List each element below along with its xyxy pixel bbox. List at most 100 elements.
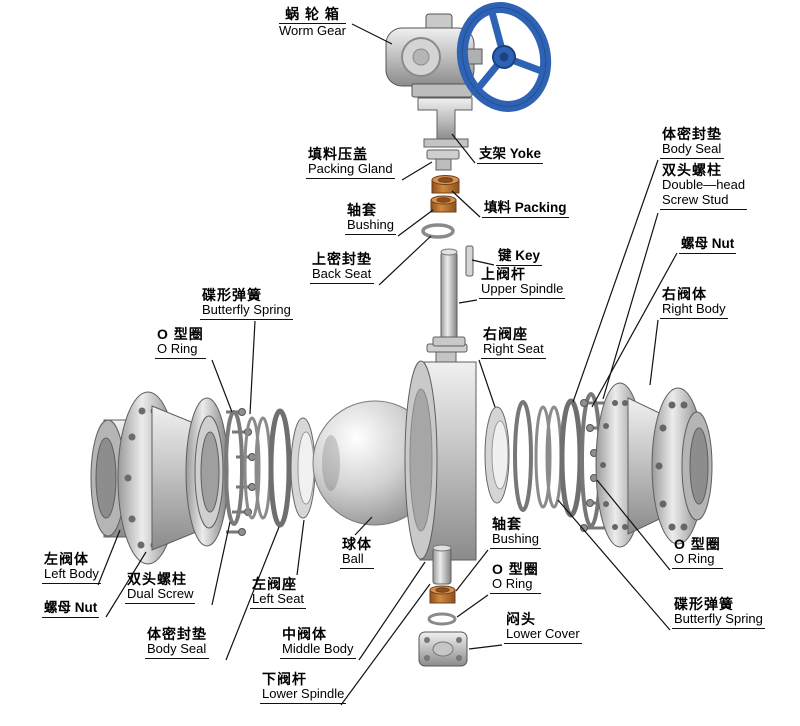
- label-right-body-en: Right Body: [662, 301, 726, 317]
- label-double-head-screw-stud: 双头螺柱 Double—head Screw Stud: [660, 162, 748, 210]
- label-double-head-screw-stud-zh: 双头螺柱: [662, 162, 722, 178]
- label-ball-en: Ball: [342, 551, 364, 567]
- label-worm-gear-zh: 蜗 轮 箱: [279, 6, 346, 25]
- label-dual-screw-en: Dual Screw: [127, 586, 194, 602]
- label-left-body-zh: 左阀体: [44, 551, 89, 567]
- right-flange-bolt-holes: [600, 400, 640, 530]
- label-middle-body: 中阀体 Middle Body: [280, 626, 356, 660]
- label-packing-gland: 填料压盖 Packing Gland: [306, 146, 395, 180]
- label-lower-spindle-zh: 下阀杆: [262, 671, 307, 687]
- label-dual-screw-zh: 双头螺柱: [127, 571, 187, 587]
- label-right-seat-en: Right Seat: [483, 341, 544, 357]
- label-back-seat: 上密封垫 Back Seat: [310, 251, 374, 285]
- label-lower-cover-en: Lower Cover: [506, 626, 580, 642]
- label-right-body-zh: 右阀体: [662, 286, 707, 302]
- label-key-text: 键 Key: [498, 248, 541, 263]
- back-seat-part: [421, 223, 455, 239]
- label-packing-text: 填料 Packing: [484, 200, 567, 215]
- label-body-seal-right-zh: 体密封垫: [662, 126, 722, 142]
- label-o-ring-upper-left-zh: O 型圈: [157, 326, 204, 342]
- label-body-seal-left-zh: 体密封垫: [147, 626, 207, 642]
- label-butterfly-spring-right-en: Butterfly Spring: [674, 611, 763, 627]
- label-nut-right: 螺母 Nut: [679, 236, 737, 254]
- label-back-seat-zh: 上密封垫: [312, 251, 372, 267]
- label-butterfly-spring-left: 碟形弹簧 Butterfly Spring: [200, 287, 293, 321]
- label-double-head-screw-stud-en1: Double—head: [662, 177, 746, 193]
- packing-gland-part: [426, 149, 460, 171]
- butterfly-spring-right-part: [534, 405, 552, 509]
- label-right-seat-zh: 右阀座: [483, 326, 528, 342]
- label-butterfly-spring-left-zh: 碟形弹簧: [202, 287, 262, 303]
- label-o-ring-bottom: O 型圈 O Ring: [490, 561, 541, 595]
- label-o-ring-right: O 型圈 O Ring: [672, 536, 723, 570]
- upper-spindle-part: [432, 248, 466, 347]
- label-right-seat: 右阀座 Right Seat: [481, 326, 546, 360]
- o-ring-left-part: [224, 410, 244, 526]
- label-left-seat-zh: 左阀座: [252, 576, 297, 592]
- left-seal-rings: [224, 408, 316, 528]
- o-ring-bottom-part: [427, 612, 457, 626]
- label-bushing-bottom: 轴套 Bushing: [490, 516, 541, 550]
- label-packing: 填料 Packing: [482, 200, 569, 218]
- label-left-body: 左阀体 Left Body: [42, 551, 101, 585]
- label-nut-left-text: 螺母 Nut: [44, 600, 98, 615]
- label-o-ring-bottom-zh: O 型圈: [492, 561, 539, 577]
- o-ring-right-inner-part: [513, 400, 533, 512]
- right-body-part: [580, 382, 713, 548]
- label-packing-gland-zh: 填料压盖: [308, 146, 368, 162]
- label-butterfly-spring-right: 碟形弹簧 Butterfly Spring: [672, 596, 765, 630]
- label-nut-left: 螺母 Nut: [42, 600, 100, 618]
- body-seal-right-part: [559, 398, 583, 518]
- handwheel: [456, 2, 552, 112]
- label-yoke: 支架 Yoke: [477, 146, 544, 164]
- label-yoke-text: 支架 Yoke: [479, 146, 542, 161]
- label-double-head-screw-stud-en2: Screw Stud: [662, 192, 729, 208]
- left-body-part: [90, 391, 256, 565]
- label-o-ring-upper-left: O 型圈 O Ring: [155, 326, 206, 360]
- label-middle-body-en: Middle Body: [282, 641, 354, 657]
- label-packing-gland-en: Packing Gland: [308, 161, 393, 177]
- label-lower-spindle-en: Lower Spindle: [262, 686, 345, 702]
- label-bushing-bottom-en: Bushing: [492, 531, 539, 547]
- label-left-body-en: Left Body: [44, 566, 99, 582]
- label-dual-screw: 双头螺柱 Dual Screw: [125, 571, 196, 605]
- label-bushing-top: 轴套 Bushing: [345, 202, 396, 236]
- middle-body-part: [404, 343, 477, 561]
- label-upper-spindle: 上阀杆 Upper Spindle: [479, 266, 566, 300]
- label-body-seal-right-en: Body Seal: [662, 141, 722, 157]
- label-bushing-top-en: Bushing: [347, 217, 394, 233]
- label-worm-gear-en: Worm Gear: [279, 23, 346, 39]
- label-ball: 球体 Ball: [340, 536, 374, 570]
- label-nut-right-text: 螺母 Nut: [681, 236, 735, 251]
- body-seal-left-part: [268, 408, 292, 528]
- label-ball-zh: 球体: [342, 536, 372, 552]
- lower-spindle-part: [432, 544, 452, 585]
- label-lower-cover: 闷头 Lower Cover: [504, 611, 582, 645]
- label-key: 键 Key: [496, 248, 543, 266]
- right-seal-rings: [484, 392, 602, 528]
- bushing-top-part: [430, 195, 457, 213]
- label-upper-spindle-en: Upper Spindle: [481, 281, 564, 297]
- packing-part: [431, 175, 460, 194]
- label-o-ring-right-en: O Ring: [674, 551, 715, 567]
- label-bushing-bottom-zh: 轴套: [492, 516, 522, 532]
- label-butterfly-spring-left-en: Butterfly Spring: [202, 302, 291, 318]
- bushing-bottom-part: [429, 585, 456, 604]
- label-body-seal-left: 体密封垫 Body Seal: [145, 626, 209, 660]
- label-butterfly-spring-right-zh: 碟形弹簧: [674, 596, 734, 612]
- label-lower-cover-zh: 闷头: [506, 611, 536, 627]
- label-bushing-top-zh: 轴套: [347, 202, 377, 218]
- yoke-part: [417, 97, 473, 148]
- lower-cover-part: [418, 631, 468, 667]
- label-o-ring-right-zh: O 型圈: [674, 536, 721, 552]
- label-lower-spindle: 下阀杆 Lower Spindle: [260, 671, 347, 705]
- butterfly-spring-left-part: [243, 416, 261, 520]
- label-back-seat-en: Back Seat: [312, 266, 372, 282]
- label-left-seat: 左阀座 Left Seat: [250, 576, 307, 610]
- worm-gear-box-part: [385, 13, 483, 98]
- label-left-seat-en: Left Seat: [252, 591, 305, 607]
- label-o-ring-upper-left-en: O Ring: [157, 341, 198, 357]
- label-worm-gear: 蜗 轮 箱 Worm Gear: [277, 6, 348, 40]
- label-upper-spindle-zh: 上阀杆: [481, 266, 526, 282]
